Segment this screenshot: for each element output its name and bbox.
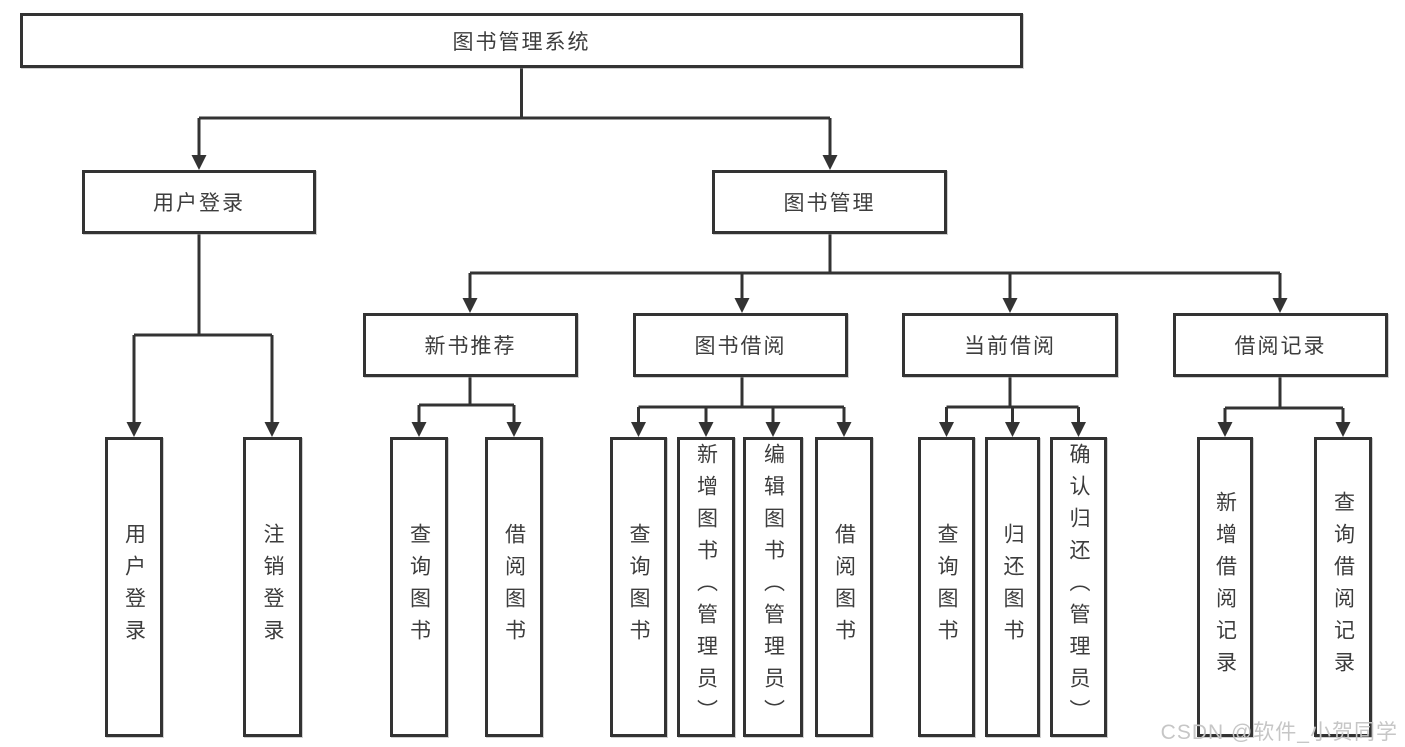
leaf-query-borrow-record: 查询借阅记录	[1314, 437, 1372, 737]
node-label: 新书推荐	[424, 335, 517, 358]
node-user-login: 用户登录	[82, 170, 316, 234]
node-current-borrow: 当前借阅	[902, 313, 1118, 377]
node-label: 借阅记录	[1234, 335, 1327, 358]
leaf-label: 借阅图书	[502, 523, 526, 651]
edge-newbook-to-leaves	[417, 377, 516, 423]
leaf-label: 归还图书	[1001, 523, 1024, 651]
node-label: 图书管理系统	[452, 30, 591, 54]
edge-root-to-level2	[197, 68, 832, 156]
leaf-confirm-return-admin: 确认归还（管理员）	[1050, 437, 1107, 737]
edge-userlogin-to-leaves	[132, 234, 274, 423]
node-label: 图书管理	[783, 192, 876, 215]
node-label: 图书借阅	[694, 335, 787, 358]
leaf-label: 查询图书	[627, 523, 650, 651]
leaf-label: 新增借阅记录	[1213, 491, 1237, 683]
csdn-watermark: CSDN @软件_小贺同学	[1160, 721, 1398, 744]
leaf-label: 编辑图书（管理员）	[761, 443, 785, 731]
leaf-borrow-books: 借阅图书	[815, 437, 873, 737]
leaf-label: 新增图书（管理员）	[694, 443, 718, 731]
node-book-borrow: 图书借阅	[633, 313, 848, 377]
leaf-label: 确认归还（管理员）	[1067, 443, 1090, 731]
edge-borrowrecords-to-leaves	[1223, 377, 1345, 423]
edge-bookborrow-to-leaves	[637, 377, 846, 423]
leaf-label: 查询图书	[935, 523, 958, 651]
leaf-user-login: 用户登录	[105, 437, 163, 737]
node-borrow-records: 借阅记录	[1173, 313, 1388, 377]
node-new-book-recommend: 新书推荐	[363, 313, 578, 377]
leaf-query-books-recommend: 查询图书	[390, 437, 448, 737]
arrowheads	[126, 155, 1351, 437]
edge-currentborrow-to-leaves	[945, 377, 1080, 423]
node-book-management: 图书管理	[712, 170, 947, 234]
leaf-return-book: 归还图书	[985, 437, 1040, 737]
leaf-logout: 注销登录	[243, 437, 302, 737]
leaf-label: 查询借阅记录	[1331, 491, 1355, 683]
leaf-label: 借阅图书	[832, 523, 856, 651]
leaf-add-book-admin: 新增图书（管理员）	[677, 437, 735, 737]
leaf-query-books-current: 查询图书	[918, 437, 975, 737]
edge-bookmgmt-to-level3	[468, 234, 1282, 299]
leaf-label: 查询图书	[407, 523, 431, 651]
leaf-add-borrow-record: 新增借阅记录	[1197, 437, 1253, 737]
node-label: 当前借阅	[964, 335, 1056, 358]
leaf-borrow-books-recommend: 借阅图书	[485, 437, 543, 737]
node-root-library-system: 图书管理系统	[20, 13, 1023, 68]
leaf-label: 注销登录	[261, 523, 284, 651]
leaf-query-books-borrow: 查询图书	[610, 437, 667, 737]
leaf-edit-book-admin: 编辑图书（管理员）	[743, 437, 803, 737]
leaf-label: 用户登录	[122, 523, 146, 651]
node-label: 用户登录	[153, 192, 245, 215]
